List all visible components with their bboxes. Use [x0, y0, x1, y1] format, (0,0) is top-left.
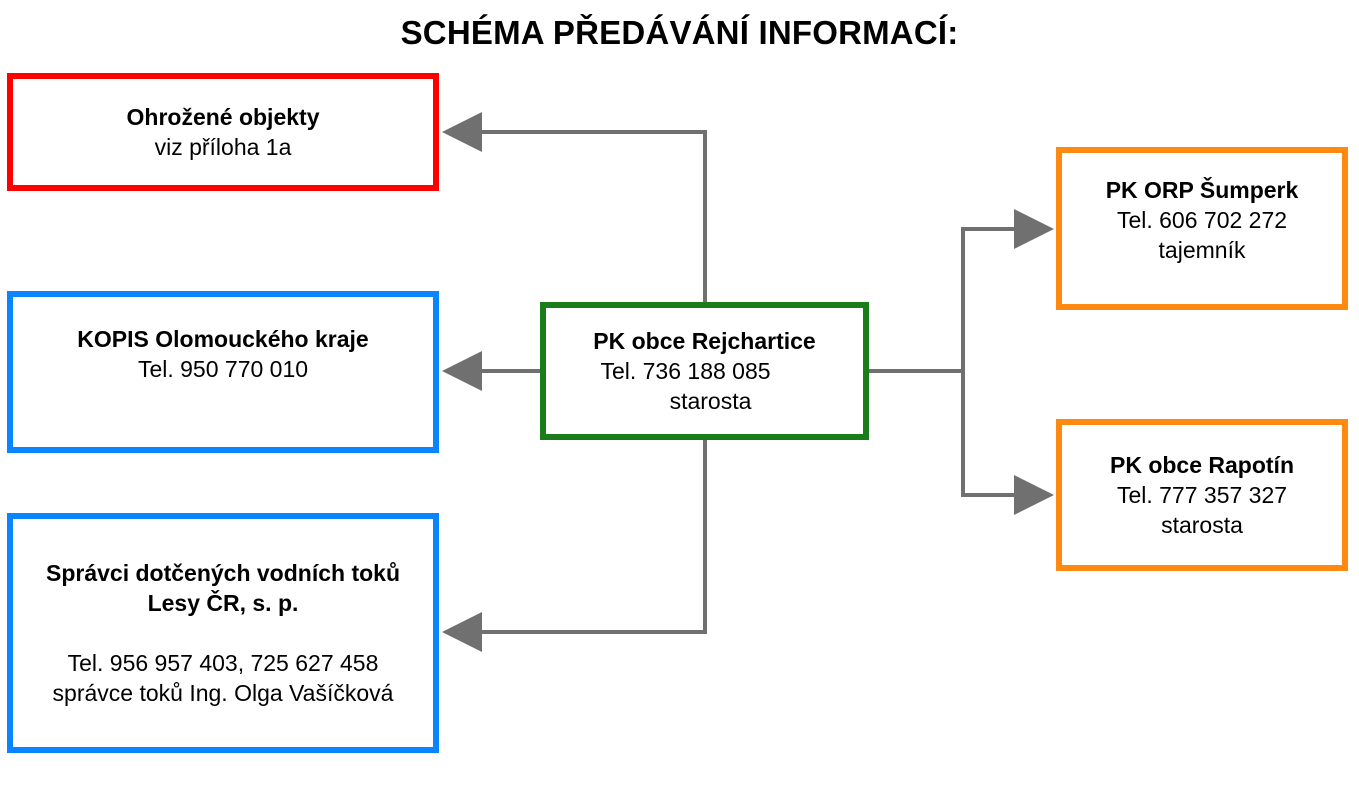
box-kopis: KOPIS Olomouckého kraje Tel. 950 770 010 [7, 291, 439, 453]
ohrozene-note: viz příloha 1a [154, 134, 292, 160]
box-rapotin: PK obce Rapotín Tel. 777 357 327 starost… [1056, 419, 1348, 571]
rapotin-role: starosta [1161, 512, 1243, 538]
kopis-tel: Tel. 950 770 010 [137, 356, 309, 382]
spravci-title: Správci dotčených vodních toků [45, 560, 401, 586]
arrow-to-orp [961, 209, 1054, 371]
rapotin-title: PK obce Rapotín [1109, 452, 1294, 478]
spravci-tel: Tel. 956 957 403, 725 627 458 [67, 650, 379, 676]
spravci-role: správce toků Ing. Olga Vašíčková [52, 680, 394, 706]
center-title: PK obce Rejchartice [593, 328, 816, 354]
orp-title: PK ORP Šumperk [1105, 176, 1299, 203]
box-orp-sumperk: PK ORP Šumperk Tel. 606 702 272 tajemník [1056, 147, 1348, 310]
orp-tel: Tel. 606 702 272 [1116, 206, 1288, 233]
diagram-title: SCHÉMA PŘEDÁVÁNÍ INFORMACÍ: [400, 14, 959, 51]
center-role: starosta [669, 388, 752, 414]
spravci-org: Lesy ČR, s. p. [147, 590, 299, 616]
ohrozene-title: Ohrožené objekty [126, 104, 320, 130]
arrow-to-ohrozene [442, 112, 707, 304]
box-center-rejchartice: PK obce Rejchartice Tel. 736 188 085 sta… [540, 302, 869, 440]
box-ohrozene-objekty: Ohrožené objekty viz příloha 1a [7, 73, 439, 191]
center-tel: Tel. 736 188 085 [600, 358, 771, 384]
arrow-to-rapotin [961, 371, 1054, 515]
orp-role: tajemník [1158, 236, 1246, 263]
kopis-title: KOPIS Olomouckého kraje [77, 326, 369, 352]
arrow-to-spravci [442, 438, 707, 652]
box-spravci-toku: Správci dotčených vodních toků Lesy ČR, … [7, 513, 439, 753]
rapotin-tel: Tel. 777 357 327 [1116, 482, 1288, 508]
